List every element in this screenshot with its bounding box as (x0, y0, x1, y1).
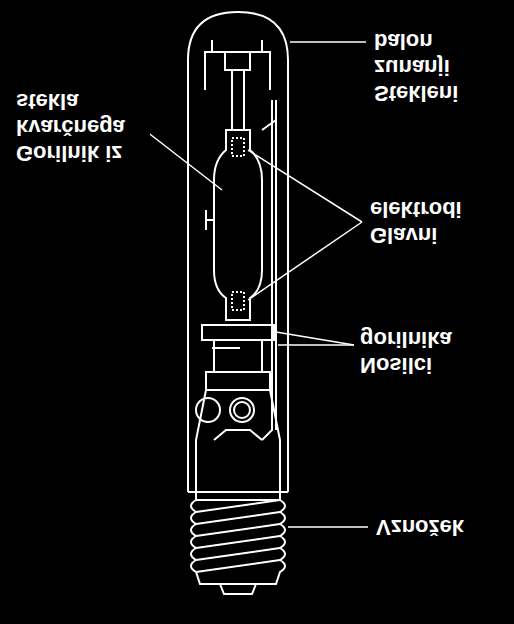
base-collar (188, 492, 288, 500)
press-top (206, 372, 270, 390)
burner-nub (206, 210, 214, 230)
press-loop (230, 398, 254, 422)
rod-link (262, 120, 276, 130)
part-label: Glavni elektrodi (368, 196, 476, 248)
lower-plate (202, 325, 274, 340)
top-bracket (205, 40, 270, 90)
outer-bulb (188, 12, 288, 492)
part-label: Stekleni zunanji balon (372, 28, 488, 106)
part-label: Vznožek (374, 514, 498, 540)
lower-supports (212, 340, 262, 372)
leader-line (290, 41, 366, 43)
leader-line (142, 128, 222, 190)
screw-base (191, 500, 285, 584)
base-threads (196, 500, 280, 572)
leader-line (276, 332, 354, 345)
upper-electrode (232, 138, 244, 156)
base-contact (220, 584, 256, 594)
lamp-outline (188, 12, 288, 594)
press-loop-inner (234, 402, 250, 418)
upper-stem (232, 70, 244, 130)
leader-line (248, 222, 362, 300)
lower-electrode (232, 292, 244, 310)
part-label: Gorilnik iz kvarčnega stekla (14, 88, 150, 166)
leader-lines (142, 42, 368, 527)
leader-line (248, 150, 362, 222)
leader-line (278, 344, 354, 346)
part-label: Nosilci gorilnika (358, 326, 472, 378)
stem-press (196, 390, 280, 492)
quartz-burner (214, 130, 262, 320)
leader-line (288, 526, 368, 528)
